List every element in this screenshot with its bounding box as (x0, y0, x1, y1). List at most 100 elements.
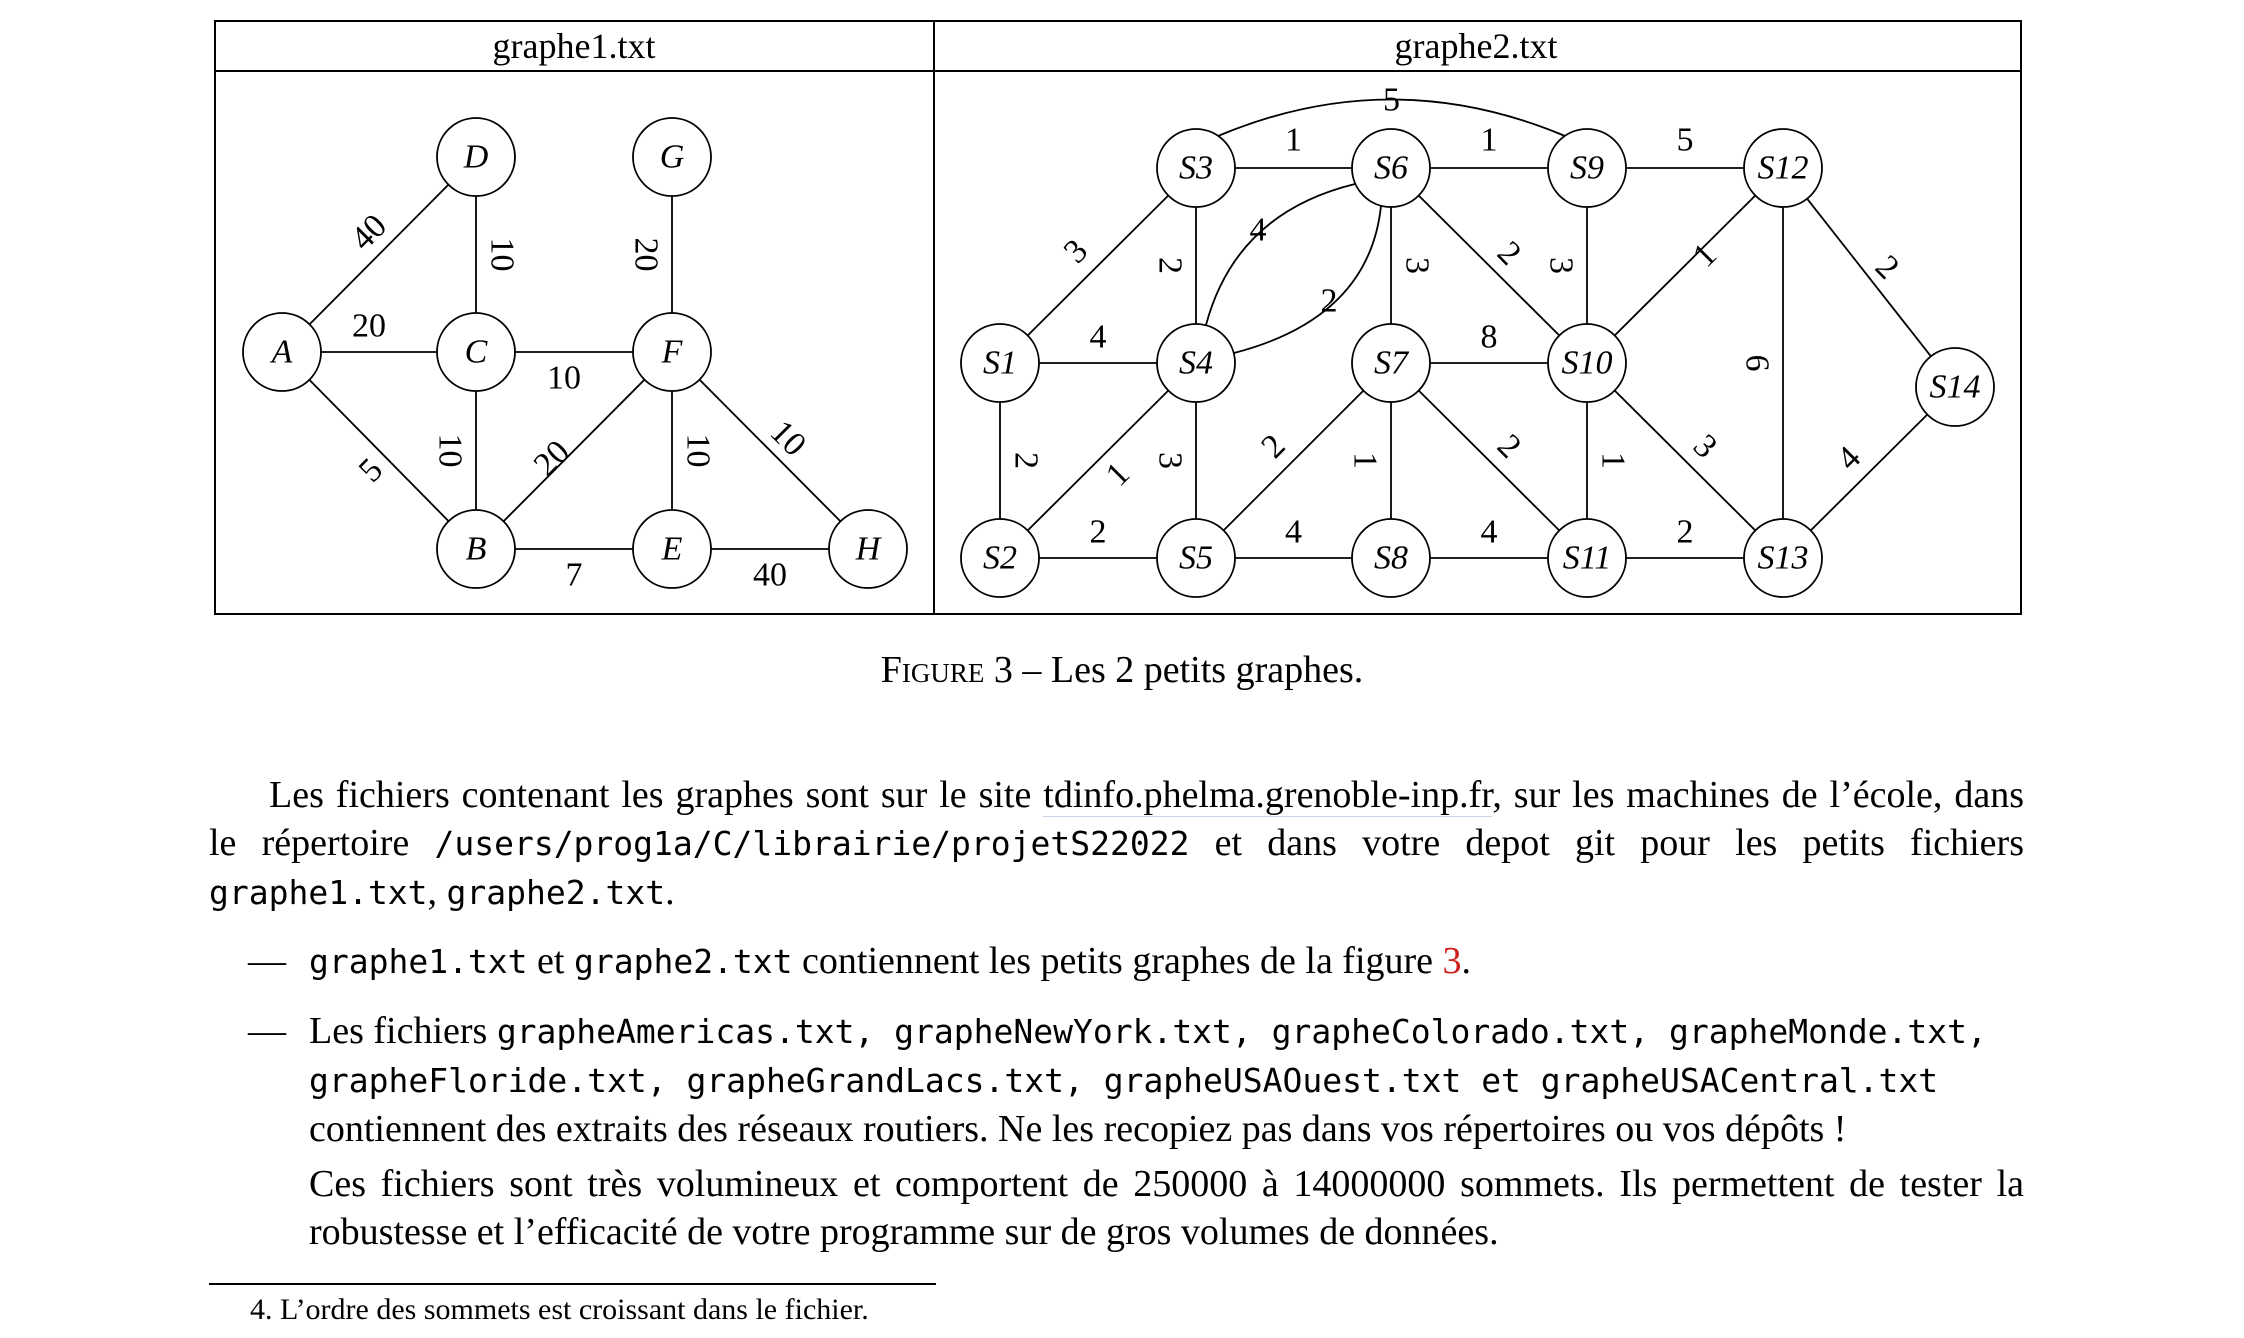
edge-weight-S4-S6: 4 (1250, 212, 1267, 249)
node-label-S7: S7 (1374, 345, 1410, 382)
edge-weight-S12-S13: 6 (1739, 355, 1776, 372)
edge-weight-A-D: 40 (344, 207, 394, 257)
node-H (828, 509, 908, 589)
bullet-item-2: Les fichiers grapheAmericas.txt, grapheN… (309, 1007, 2089, 1153)
p1-text-b: , sur les machines de l’école, dans le r… (209, 774, 2024, 864)
edge-weight-S5-S8: 4 (1285, 514, 1302, 551)
site-link[interactable]: tdinfo.phelma.grenoble-inp.fr (1043, 774, 1493, 817)
caption-separator: – (1012, 649, 1051, 691)
node-label-S2: S2 (983, 540, 1017, 577)
edge-weight-S10-S12: 1 (1686, 236, 1724, 274)
edge-weight-S11-S13: 2 (1677, 514, 1694, 551)
footnote: 4. L’ordre des sommets est croissant dan… (250, 1293, 869, 1327)
node-label-S9: S9 (1570, 150, 1604, 187)
edge-weight-C-B: 10 (432, 434, 469, 468)
edge-weight-E-H: 40 (753, 557, 787, 594)
node-S1 (960, 323, 1040, 403)
node-S14 (1915, 347, 1995, 427)
edge-weight-D-C: 10 (484, 238, 521, 272)
edge-weight-S2-S4: 1 (1099, 455, 1137, 493)
edge-weight-S3-S4: 2 (1152, 257, 1189, 274)
directory-path: /users/prog1a/C/librairie/projetS22022 (434, 824, 1190, 863)
edge-S4-S6 (1205, 183, 1356, 326)
panel-title-graphe1: graphe1.txt (493, 26, 656, 66)
node-label-S3: S3 (1179, 150, 1213, 187)
edge-weight-S3-S6: 1 (1285, 122, 1302, 159)
edge-weight-S2-S5: 2 (1090, 514, 1107, 551)
edge-S10-S12 (1614, 194, 1756, 337)
edge-weight-F-B: 20 (527, 433, 577, 483)
node-label-F: F (661, 334, 684, 371)
intro-paragraph: Les fichiers contenant les graphes sont … (209, 771, 2024, 917)
node-S10 (1547, 323, 1627, 403)
node-D (436, 117, 516, 197)
edge-weight-S7-S10: 8 (1481, 319, 1498, 356)
p1-text-e: . (665, 871, 675, 913)
node-label-S10: S10 (1562, 345, 1613, 382)
node-S2 (960, 518, 1040, 598)
p1-text-a: Les fichiers contenant les graphes sont … (269, 774, 1044, 816)
edge-weight-C-F: 10 (547, 360, 581, 397)
edge-weight-S4-S5: 3 (1152, 452, 1189, 469)
b1-file-graphe2: graphe2.txt (573, 942, 793, 981)
node-S8 (1351, 518, 1431, 598)
node-label-D: D (463, 139, 489, 176)
edge-weight-S3-S9: 5 (1383, 82, 1400, 119)
edge-F-H (698, 379, 842, 522)
edge-weight-S1-S3: 3 (1057, 232, 1095, 270)
node-label-S13: S13 (1758, 540, 1809, 577)
edge-weight-S9-S12: 5 (1677, 122, 1694, 159)
edge-S6-S4 (1233, 205, 1382, 354)
b1-text-a: et (527, 940, 574, 982)
file-graphe1: graphe1.txt (209, 873, 428, 912)
edge-weight-S5-S7: 2 (1254, 427, 1292, 465)
caption-text: Les 2 petits graphes. (1050, 649, 1364, 691)
bullet-dash-2: — (248, 1010, 286, 1052)
edge-weight-S7-S11: 2 (1490, 427, 1528, 465)
node-C (436, 312, 516, 392)
edge-weight-S1-S4: 4 (1090, 319, 1107, 356)
node-A (242, 312, 322, 392)
node-label-S1: S1 (983, 345, 1017, 382)
footnote-rule (209, 1283, 936, 1285)
figure-reference-link[interactable]: 3 (1442, 940, 1462, 982)
edge-weight-S6-S7: 3 (1399, 257, 1436, 274)
edge-weight-F-E: 10 (680, 434, 717, 468)
footnote-text: L’ordre des sommets est croissant dans l… (280, 1293, 869, 1326)
bullet-dash-1: — (248, 940, 286, 982)
edge-F-B (502, 379, 646, 522)
bullet-item-1: graphe1.txt et graphe2.txt contiennent l… (309, 937, 2089, 986)
edge-weight-S10-S13: 3 (1686, 427, 1724, 465)
b2-text-b: contiennent des extraits des réseaux rou… (309, 1108, 1847, 1150)
edge-weight-S9-S10: 3 (1543, 257, 1580, 274)
p1-text-d: , (427, 871, 447, 913)
node-S3 (1156, 128, 1236, 208)
node-label-S14: S14 (1930, 369, 1981, 406)
node-S13 (1743, 518, 1823, 598)
node-label-E: E (661, 531, 683, 568)
edge-weight-S7-S8: 1 (1347, 452, 1384, 469)
edge-S10-S13 (1614, 389, 1756, 532)
b1-text-c: . (1461, 940, 1472, 982)
edge-weight-S6-S9: 1 (1481, 122, 1498, 159)
node-S12 (1743, 128, 1823, 208)
edge-weight-S6-S4: 2 (1321, 283, 1338, 320)
edge-S2-S4 (1027, 389, 1169, 532)
caption-label: Figure 3 (880, 649, 1013, 691)
file-graphe2: graphe2.txt (446, 873, 666, 912)
edge-weight-S6-S10: 2 (1490, 234, 1528, 272)
edge-weight-B-E: 7 (566, 557, 583, 594)
footnote-number: 4. (250, 1293, 273, 1326)
node-E (632, 509, 712, 589)
node-S11 (1547, 518, 1627, 598)
edge-S5-S7 (1222, 389, 1365, 532)
node-label-H: H (855, 531, 883, 568)
edge-weight-F-H: 10 (763, 413, 813, 463)
bullet-item-2-continuation: Ces fichiers sont très volumineux et com… (309, 1163, 2024, 1253)
